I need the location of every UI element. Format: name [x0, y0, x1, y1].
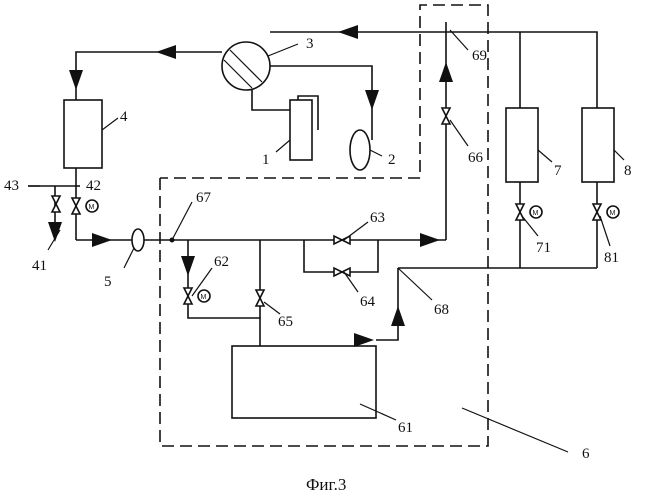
flow-arrow-main [92, 233, 112, 247]
valve-65 [256, 290, 264, 306]
label-61: 61 [398, 420, 413, 436]
svg-text:M: M [533, 210, 539, 217]
component-5 [132, 229, 144, 251]
svg-text:M: M [610, 210, 616, 217]
flow-arrow-top [338, 25, 358, 39]
svg-text:M: M [201, 294, 207, 301]
label-2: 2 [388, 152, 396, 168]
valve-66 [442, 108, 450, 124]
label-64: 64 [360, 294, 376, 310]
label-68: 68 [434, 302, 449, 318]
flow-arrow-left [156, 45, 176, 59]
label-65: 65 [278, 314, 293, 330]
component-2 [350, 130, 370, 170]
label-41: 41 [32, 258, 47, 274]
valve-71: M [516, 204, 542, 220]
piping [40, 22, 597, 390]
label-66: 66 [468, 150, 484, 166]
label-6: 6 [582, 446, 590, 462]
label-7: 7 [554, 163, 562, 179]
flow-arrow-68 [391, 306, 405, 326]
flow-arrow-to-4 [69, 70, 83, 90]
component-4 [64, 100, 102, 168]
valve-42: M [72, 198, 98, 214]
component-7 [506, 108, 538, 182]
coil-box-61 [232, 346, 376, 418]
flow-arrow-61 [354, 333, 374, 347]
label-67: 67 [196, 190, 212, 206]
label-8: 8 [624, 163, 632, 179]
label-43: 43 [4, 178, 19, 194]
compressor-1 [290, 100, 312, 160]
flow-arrow-62 [181, 256, 195, 276]
label-4: 4 [120, 109, 128, 125]
label-69: 69 [472, 48, 487, 64]
label-42: 42 [86, 178, 101, 194]
valve-81: M [593, 204, 619, 220]
label-63: 63 [370, 210, 385, 226]
label-3: 3 [306, 36, 314, 52]
flow-arrow-compressor [365, 90, 379, 110]
label-62: 62 [214, 254, 229, 270]
label-81: 81 [604, 250, 619, 266]
label-5: 5 [104, 274, 112, 290]
component-8 [582, 108, 614, 182]
valve-64 [334, 268, 350, 276]
label-1: 1 [262, 152, 270, 168]
flow-arrow-69 [439, 62, 453, 82]
flow-arrow-right [420, 233, 440, 247]
svg-text:M: M [89, 204, 95, 211]
valve-62: M [184, 288, 210, 304]
label-71: 71 [536, 240, 551, 256]
figure-caption: Фиг.3 [306, 475, 346, 494]
